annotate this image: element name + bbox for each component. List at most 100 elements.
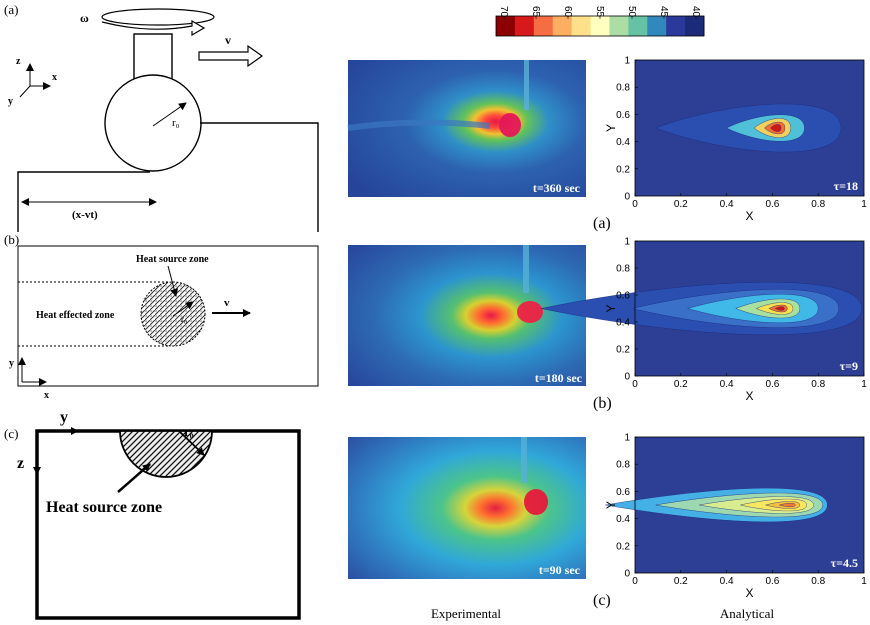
plot-frame — [634, 240, 865, 377]
x-tick-label: 0.6 — [765, 199, 779, 210]
x-tick-label: 0.2 — [674, 199, 688, 210]
x-axis-label: X — [745, 586, 753, 600]
x-tick-label: 0.2 — [674, 576, 688, 587]
colorbar-tick-label: 50 — [626, 6, 637, 18]
y-tick-label: 0.6 — [616, 110, 630, 121]
colorbar-tick-label: 65 — [530, 6, 541, 18]
y-tick-label: 0.8 — [616, 83, 630, 94]
radius-arrow — [152, 102, 187, 127]
radius-arrow-b — [172, 301, 194, 317]
colorbar-cell — [552, 16, 573, 36]
colorbar-tick-label: 45 — [658, 6, 669, 18]
rotation-arrow-icon — [101, 19, 206, 37]
coordinate-axes-a: z x y — [8, 56, 57, 107]
time-label-360: t=360 sec — [533, 181, 581, 195]
radius-arrow-c — [179, 431, 205, 456]
y-axis-label: Y — [604, 304, 618, 312]
velocity-label-b: v — [224, 297, 230, 309]
colorbar-cell — [647, 16, 667, 36]
sub-panel-label: (a) — [593, 215, 611, 232]
colorbar-cell — [628, 16, 648, 36]
heat-source-pointer-c — [117, 463, 151, 493]
tau-label: τ=9 — [840, 359, 858, 373]
colorbar-cell — [571, 16, 592, 36]
x-axis-label: X — [745, 209, 753, 223]
experimental-column: t=360 sec t=180 sec t=90 sec Experimenta… — [347, 60, 586, 621]
y-tick-label: 0 — [624, 192, 630, 203]
svg-text:z: z — [16, 56, 21, 67]
x-tick-label: 1 — [861, 199, 867, 210]
panel-b-label: (b) — [4, 232, 19, 247]
thermal-image-360: t=360 sec — [347, 60, 586, 197]
y-tick-label: 0.2 — [616, 164, 630, 175]
colorbar-cell — [533, 16, 554, 36]
y-tick-label: 0.4 — [616, 318, 630, 329]
y-tick-label: 0.2 — [616, 541, 630, 552]
workpiece-outline — [17, 122, 319, 232]
plot-frame — [634, 59, 865, 197]
y-tick-label: 1 — [624, 433, 630, 444]
x-tick-label: 0.8 — [811, 379, 825, 390]
panel-a-label: (a) — [4, 2, 18, 17]
svg-text:y: y — [9, 358, 14, 369]
heat-source-semicircle — [119, 430, 213, 478]
y-tick-label: 1 — [624, 237, 630, 248]
y-tick-label: 0.8 — [616, 460, 630, 471]
x-tick-label: 0 — [632, 379, 638, 390]
svg-text:y: y — [8, 96, 13, 107]
tool-shank — [133, 33, 173, 81]
heat-source-circle — [140, 281, 206, 347]
colorbar-cell — [496, 16, 516, 36]
tau-label: τ=4.5 — [831, 556, 858, 570]
radius-label-c: r₀ — [184, 424, 194, 439]
colorbar-cell — [666, 16, 686, 36]
x-tick-label: 0.4 — [720, 379, 734, 390]
radius-label-b: r₀ — [181, 314, 187, 324]
z-label-c: z — [17, 455, 24, 472]
radius-label-a: r₀ — [172, 117, 180, 129]
colorbar-cell — [609, 16, 629, 36]
x-tick-label: 1 — [861, 379, 867, 390]
colorbar-cell — [685, 16, 705, 36]
colorbar-cell — [514, 16, 535, 36]
x-tick-label: 0 — [632, 576, 638, 587]
experimental-caption: Experimental — [431, 606, 501, 621]
colorbar-tick-label: 70 — [498, 6, 509, 18]
panel-b-diagram: (b) r₀ Heat source zone Heat effected zo… — [4, 232, 319, 401]
x-tick-label: 0.2 — [674, 379, 688, 390]
y-tick-label: 0.6 — [616, 487, 630, 498]
contour-level — [779, 503, 795, 507]
tau-label: τ=18 — [834, 179, 858, 193]
time-label-90: t=90 sec — [539, 563, 581, 577]
thermal-image-180: t=180 sec — [348, 245, 586, 386]
x-tick-label: 0.6 — [765, 379, 779, 390]
heat-source-pointer-b — [167, 265, 179, 297]
y-tick-label: 1 — [624, 56, 630, 67]
thermal-image-90: t=90 sec — [348, 437, 586, 579]
colorbar-tick-label: 55 — [594, 6, 605, 18]
x-tick-label: 0.8 — [811, 199, 825, 210]
heat-source-label-b: Heat source zone — [136, 254, 209, 265]
contour-level — [775, 307, 784, 311]
heat-source-label-c: Heat source zone — [46, 499, 162, 516]
svg-text:x: x — [52, 72, 57, 83]
sub-panel-label: (c) — [593, 592, 611, 609]
colorbar-cell — [590, 16, 610, 36]
y-tick-label: 0.4 — [616, 137, 630, 148]
heat-effected-label: Heat effected zone — [36, 310, 115, 321]
time-label-180: t=180 sec — [535, 371, 583, 385]
velocity-label-a: v — [225, 33, 231, 47]
x-tick-label: 0.8 — [811, 576, 825, 587]
y-label-c: y — [60, 409, 68, 426]
y-axis-label: Y — [604, 124, 618, 132]
tool-ball — [104, 74, 202, 172]
x-tick-label: 1 — [861, 576, 867, 587]
y-tick-label: 0.4 — [616, 514, 630, 525]
panel-c-diagram: (c) y z r₀ Heat source zone — [4, 409, 301, 620]
coordinate-axes-b: y x — [9, 357, 49, 401]
y-tick-label: 0.2 — [616, 345, 630, 356]
